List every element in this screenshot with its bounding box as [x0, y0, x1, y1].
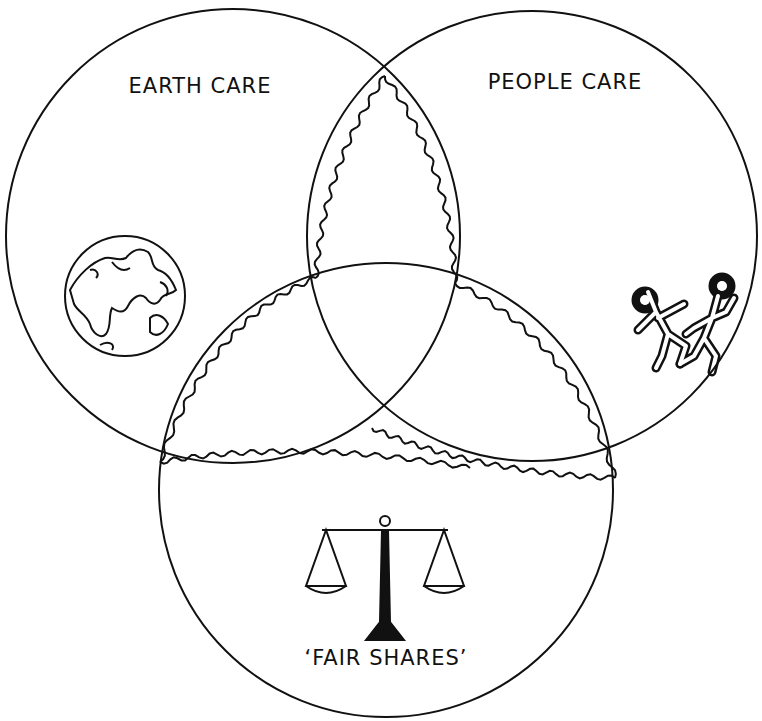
- people-care-circle: PEOPLE CARE: [306, 10, 758, 462]
- circle-outline: [307, 11, 757, 461]
- circle-label: PEOPLE CARE: [488, 70, 643, 94]
- wavy-edge: [160, 449, 470, 468]
- dancing-figures: [636, 277, 734, 372]
- globe-icon: [65, 236, 185, 356]
- circle-outline: [6, 9, 460, 463]
- wavy-edge: [455, 283, 616, 478]
- earth-care-circle: EARTH CARE: [5, 8, 461, 464]
- scales-icon: [306, 516, 464, 640]
- fair-shares-circle: ‘FAIR SHARES’: [158, 262, 614, 718]
- wavy-edge: [372, 428, 615, 480]
- wavy-edge: [315, 76, 385, 278]
- circle-label: EARTH CARE: [129, 74, 272, 98]
- circle-label: ‘FAIR SHARES’: [304, 646, 467, 670]
- circle-outline: [159, 263, 613, 717]
- wavy-overlap-outline: [160, 76, 616, 480]
- wavy-edge: [385, 76, 457, 283]
